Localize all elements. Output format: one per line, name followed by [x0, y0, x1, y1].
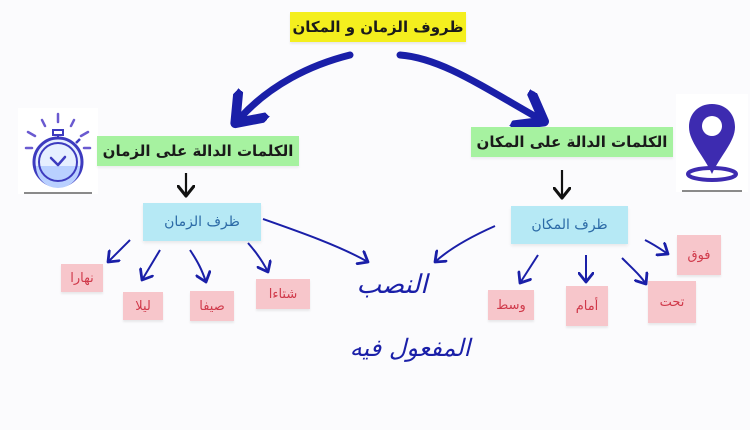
stopwatch-card [18, 108, 98, 194]
example-fawq: فوق [677, 235, 721, 275]
arrow-to-wasat [520, 254, 539, 283]
example-taht: تحت [648, 281, 696, 323]
icon-underline [24, 192, 92, 194]
arrow-to-sayfan [189, 249, 206, 282]
time-adverb-label: ظرف الزمان [143, 203, 261, 241]
arrow-to-taht [621, 257, 646, 284]
example-amam: أمام [566, 286, 608, 326]
arrow-to-nahara [108, 239, 131, 262]
arrow-title-to-time [240, 51, 354, 118]
diagram-title: ظروف الزمان و المكان [290, 12, 466, 42]
place-adverb-label: ظرف المكان [511, 206, 628, 244]
arrow-place-to-nasb [435, 225, 496, 262]
icon-underline [682, 190, 742, 192]
arrow-time-to-nasb [262, 218, 368, 262]
arrow-to-laylan [142, 249, 161, 280]
time-heading: الكلمات الدالة على الزمان [97, 136, 299, 166]
arrow-title-to-place [396, 51, 538, 118]
result-role-mafool-fih: المفعول فيه [349, 334, 471, 362]
stopwatch-icon [24, 112, 92, 188]
example-wasat: وسط [488, 290, 534, 320]
example-shitaa: شتاءا [256, 279, 310, 309]
location-card [676, 94, 748, 192]
example-nahara: نهارا [61, 264, 103, 292]
example-laylan: ليلا [123, 292, 163, 320]
example-sayfan: صيفا [190, 291, 234, 321]
arrow-to-fawq [644, 239, 668, 254]
arrow-to-shitaa [247, 242, 268, 272]
location-pin-icon [686, 104, 738, 182]
place-heading: الكلمات الدالة على المكان [471, 127, 673, 157]
result-case-nasb: النصب [356, 270, 428, 300]
